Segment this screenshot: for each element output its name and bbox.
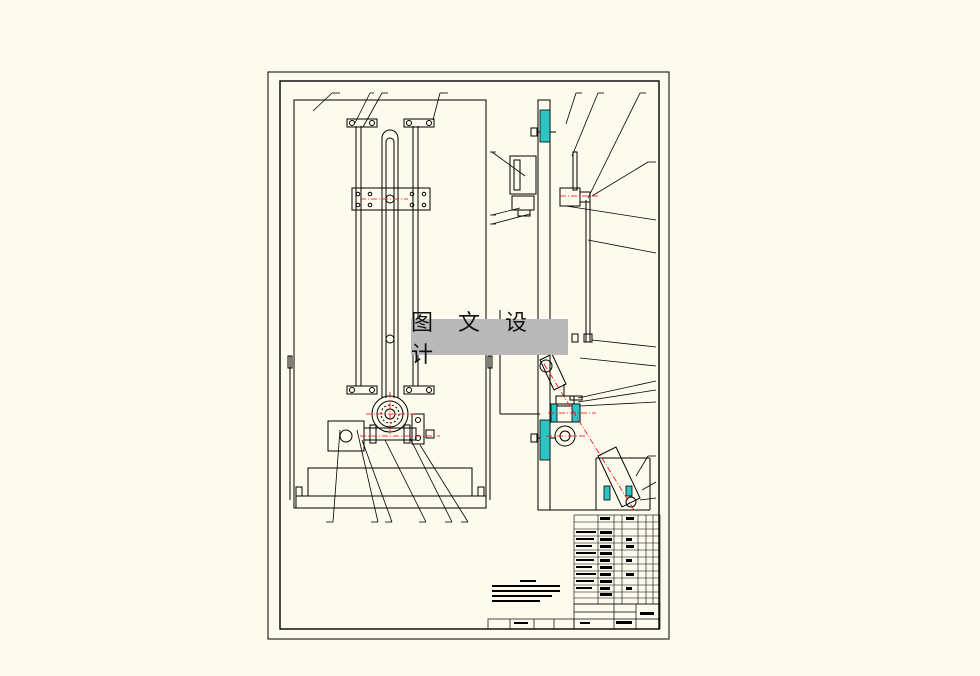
parts-list-rows — [574, 521, 660, 599]
title-block — [487, 603, 661, 630]
sheet-outer-border — [267, 71, 670, 640]
front-view — [287, 99, 493, 509]
side-view-centerlines — [543, 195, 635, 511]
watermark-label: 图 文 设 计 — [411, 311, 568, 368]
side-view — [499, 99, 651, 511]
sheet-inner-border — [279, 80, 660, 630]
title-block-ink — [514, 612, 654, 624]
parts-list-ink — [576, 517, 634, 596]
front-view-centerlines — [360, 198, 440, 437]
side-view-leaders — [490, 92, 657, 501]
technical-notes — [492, 580, 560, 602]
front-view-leaders — [312, 92, 469, 523]
